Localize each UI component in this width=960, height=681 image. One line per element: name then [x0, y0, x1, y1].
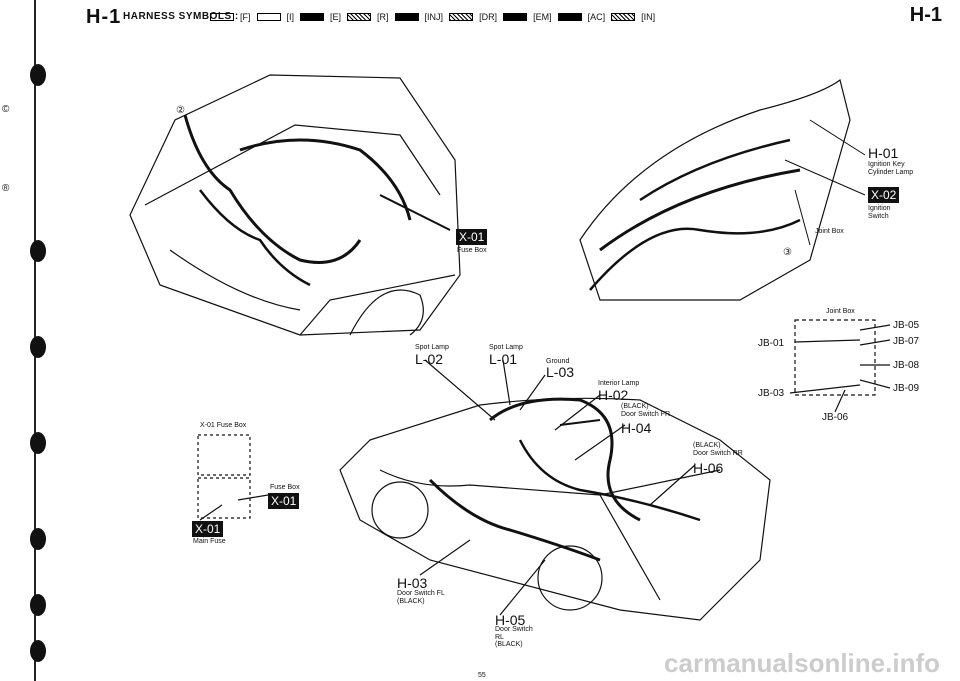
jb-01-label: JB-01 [758, 338, 785, 349]
binding-hole [30, 528, 46, 550]
binding-hole [30, 640, 46, 662]
binding-hole [30, 432, 46, 454]
joint-box-title: Joint Box [826, 308, 855, 315]
main-fuse-code: X-01 [192, 521, 224, 537]
jb-03-label: JB-03 [758, 388, 785, 399]
ignition-key-label: Ignition Key Cylinder Lamp [868, 161, 914, 176]
joint-box-label: Joint Box [815, 228, 844, 235]
margin-mark-1: © [2, 104, 10, 115]
l02-code: L-02 [415, 351, 444, 367]
symbol-line-icon [256, 13, 281, 21]
symbol-line-icon [210, 13, 234, 21]
h06-label: (BLACK) Door Switch RR [693, 442, 743, 457]
h05-label: Door Switch RL (BLACK) [495, 626, 533, 649]
h05-code: H-05 [495, 612, 526, 628]
jb-08-label: JB-08 [893, 360, 920, 371]
symbol-line-icon [300, 13, 325, 21]
l01-code: L-01 [489, 351, 518, 367]
h02-label: Interior Lamp [598, 380, 640, 387]
jb-06-label: JB-06 [822, 412, 849, 423]
symbol-code: [F] [240, 12, 251, 22]
symbol-code: [EM] [533, 12, 552, 22]
symbol-line-icon [611, 13, 636, 21]
dash-callout-3: ③ [783, 247, 792, 258]
harness-symbols-title: HARNESS SYMBOLS : [123, 11, 239, 22]
page-number: 55 [478, 672, 486, 679]
main-fuse-label: Main Fuse [193, 538, 226, 545]
binding-hole [30, 594, 46, 616]
symbol-line-icon [557, 13, 582, 21]
jb-09-label: JB-09 [893, 383, 920, 394]
symbol-line-icon [347, 13, 372, 21]
page-id-left: H-1 [86, 6, 122, 28]
h04-label: (BLACK) Door Switch FR [621, 403, 671, 418]
l03-label: Ground [546, 358, 570, 365]
fuse-detail-box-label: Fuse Box [270, 484, 300, 491]
binding-hole [30, 336, 46, 358]
symbol-code: [IN] [641, 12, 656, 22]
l01-label: Spot Lamp [489, 344, 523, 351]
page-id-right: H-1 [909, 4, 942, 26]
symbol-code: [I] [286, 12, 295, 22]
fuse-detail-title: X-01 Fuse Box [200, 422, 247, 429]
fuse-box-connector-code: X-01 [456, 229, 488, 245]
jb-05-label: JB-05 [893, 320, 920, 331]
ignition-key-code: H-01 [868, 145, 899, 161]
symbol-code: [R] [377, 12, 389, 22]
ignition-switch-label: Ignition Switch [868, 205, 891, 220]
harness-symbol-legend: [F] [I] [E] [R] [INJ] [DR] [EM] [AC] [IN… [210, 12, 655, 22]
fuse-detail-box-code: X-01 [268, 493, 300, 509]
symbol-code: [E] [330, 12, 342, 22]
h06-code: H-06 [693, 460, 724, 476]
l02-label: Spot Lamp [415, 344, 449, 351]
h03-label: Door Switch FL (BLACK) [397, 590, 445, 605]
symbol-code: [DR] [479, 12, 498, 22]
engine-callout-2: ② [176, 105, 185, 116]
symbol-code: [AC] [587, 12, 606, 22]
binding-hole [30, 240, 46, 262]
h03-code: H-03 [397, 575, 428, 591]
l03-code: L-03 [546, 364, 575, 380]
symbol-line-icon [394, 13, 419, 21]
symbol-line-icon [503, 13, 528, 21]
margin-mark-2: ® [2, 183, 10, 194]
h02-code: H-02 [598, 387, 629, 403]
symbol-code: [INJ] [424, 12, 444, 22]
ignition-switch-code: X-02 [868, 187, 900, 203]
symbol-line-icon [449, 13, 474, 21]
jb-07-label: JB-07 [893, 336, 920, 347]
binding-hole [30, 64, 46, 86]
watermark: carmanualsonline.info [664, 648, 940, 678]
h04-code: H-04 [621, 420, 652, 436]
fuse-box-label: Fuse Box [457, 247, 487, 254]
